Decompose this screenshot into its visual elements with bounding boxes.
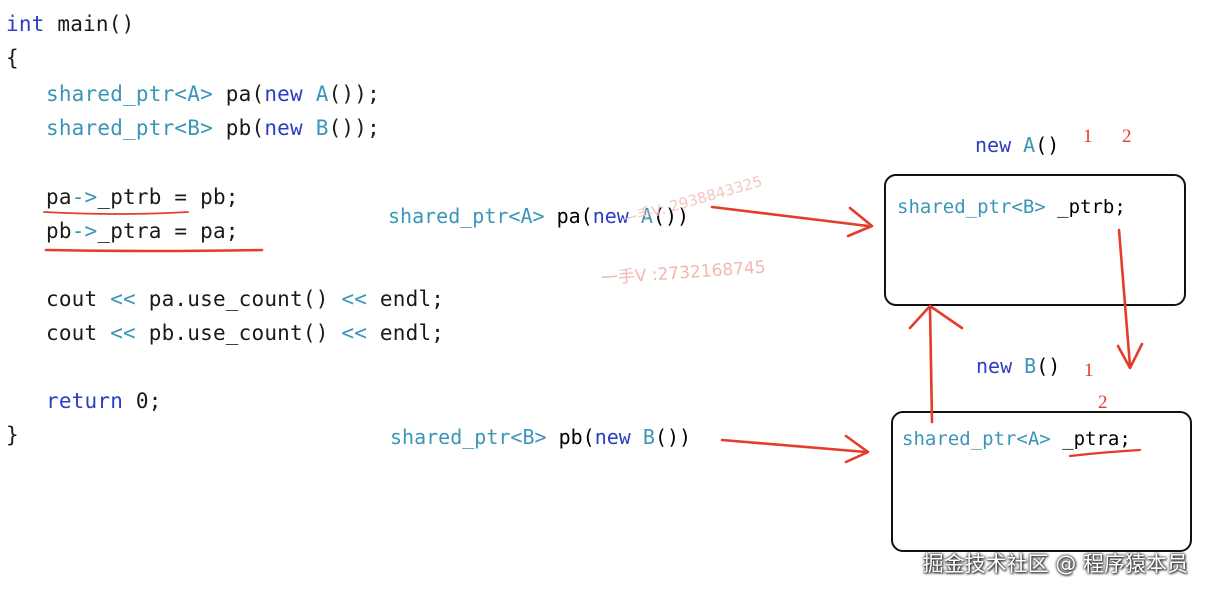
diagram-label-pa: shared_ptr<A> pa(new A()) xyxy=(388,204,689,228)
diagram-label-pb: shared_ptr<B> pb(new B()) xyxy=(390,425,691,449)
type-name: shared_ptr<A> xyxy=(46,82,213,106)
arrow-pb-to-box-b xyxy=(720,438,868,454)
underline-pa-assign xyxy=(43,211,189,215)
arrow-ptra-to-box-a xyxy=(928,305,934,424)
code-signature: int main() xyxy=(6,12,134,36)
stream-operator: << xyxy=(110,287,136,311)
endl: endl; xyxy=(367,287,445,311)
arrow-operator: -> xyxy=(71,219,98,243)
call-end: () xyxy=(1035,133,1060,157)
code-line-pb-assign: pb->_ptra = pa; xyxy=(46,219,239,243)
assign-rest: _ptrb = pb; xyxy=(97,185,239,209)
new-keyword: new xyxy=(592,204,629,228)
return-keyword: return xyxy=(46,389,124,413)
box-a-title: new A() xyxy=(975,133,1059,157)
class-name: B xyxy=(630,425,655,449)
arrow-head xyxy=(908,304,964,330)
underline-pb-assign xyxy=(44,248,264,253)
type-name: shared_ptr<A> xyxy=(902,428,1051,450)
new-keyword: new xyxy=(264,116,303,140)
stream-operator: << xyxy=(341,321,368,345)
class-name: A xyxy=(628,204,653,228)
object-b-box: shared_ptr<A> _ptra; xyxy=(891,411,1192,552)
cout: cout xyxy=(46,287,111,311)
stream-operator: << xyxy=(341,287,368,311)
call-end: ()) xyxy=(652,204,690,228)
class-name: A xyxy=(302,82,329,106)
code-line-cout-pa: cout << pa.use_count() << endl; xyxy=(46,287,444,311)
call-end: () xyxy=(1036,354,1061,378)
code-line-pb-decl: shared_ptr<B> pb(new B()); xyxy=(46,116,380,140)
code-line-pa-assign: pa->_ptrb = pb; xyxy=(46,185,239,209)
open-brace: { xyxy=(6,46,19,70)
type-name: shared_ptr<A> xyxy=(388,204,545,228)
int-keyword: int xyxy=(6,12,45,36)
endl: endl; xyxy=(367,321,445,345)
close-brace: } xyxy=(6,423,19,447)
call-end: ()); xyxy=(328,82,380,106)
new-keyword: new xyxy=(264,82,303,106)
footer-credit: 掘金技术社区 @ 程序猿本员 xyxy=(922,552,1188,576)
call-end: ()) xyxy=(654,425,692,449)
count-b-1: 1 xyxy=(1084,360,1094,381)
class-name: B xyxy=(1012,354,1037,378)
assign-rest: _ptra = pa; xyxy=(97,219,239,243)
member-name: _ptrb; xyxy=(1045,196,1126,218)
pb-var: pb xyxy=(46,219,72,243)
count-a-1: 1 xyxy=(1083,126,1093,147)
arrow-operator: -> xyxy=(71,185,98,209)
new-keyword: new xyxy=(976,354,1013,378)
var-name: pb( xyxy=(546,425,595,449)
class-name: A xyxy=(1011,133,1036,157)
type-name: shared_ptr<B> xyxy=(897,196,1046,218)
arrow-head xyxy=(844,434,870,464)
type-name: shared_ptr<B> xyxy=(390,425,547,449)
var-name: pa( xyxy=(544,204,593,228)
var-name: pb( xyxy=(212,116,265,140)
underline-ptra xyxy=(1068,448,1142,458)
type-name: shared_ptr<B> xyxy=(46,116,213,140)
code-line-pa-decl: shared_ptr<A> pa(new A()); xyxy=(46,82,380,106)
count-b-2: 2 xyxy=(1098,392,1108,413)
use-count-call: pa.use_count() xyxy=(135,287,342,311)
count-a-2: 2 xyxy=(1122,126,1132,147)
pa-var: pa xyxy=(46,185,72,209)
member-name: _ptra; xyxy=(1050,428,1131,450)
arrow-head xyxy=(846,206,874,238)
new-keyword: new xyxy=(594,425,631,449)
var-name: pa( xyxy=(212,82,265,106)
object-a-box: shared_ptr<B> _ptrb; xyxy=(884,174,1186,306)
new-keyword: new xyxy=(975,133,1012,157)
box-b-member: shared_ptr<A> _ptra; xyxy=(902,428,1131,450)
call-end: ()); xyxy=(328,116,380,140)
code-line-return: return 0; xyxy=(46,389,162,413)
code-line-cout-pb: cout << pb.use_count() << endl; xyxy=(46,321,444,345)
main-signature: main() xyxy=(44,12,135,36)
arrow-head xyxy=(1116,342,1144,370)
cout: cout xyxy=(46,321,111,345)
class-name: B xyxy=(302,116,329,140)
use-count-call: pb.use_count() xyxy=(135,321,342,345)
return-value: 0; xyxy=(123,389,162,413)
box-b-title: new B() xyxy=(976,354,1060,378)
arrow-pa-to-box-a xyxy=(710,205,870,228)
arrow-ptrb-to-box-b xyxy=(1117,228,1132,368)
stream-operator: << xyxy=(110,321,136,345)
box-a-member: shared_ptr<B> _ptrb; xyxy=(897,196,1126,218)
